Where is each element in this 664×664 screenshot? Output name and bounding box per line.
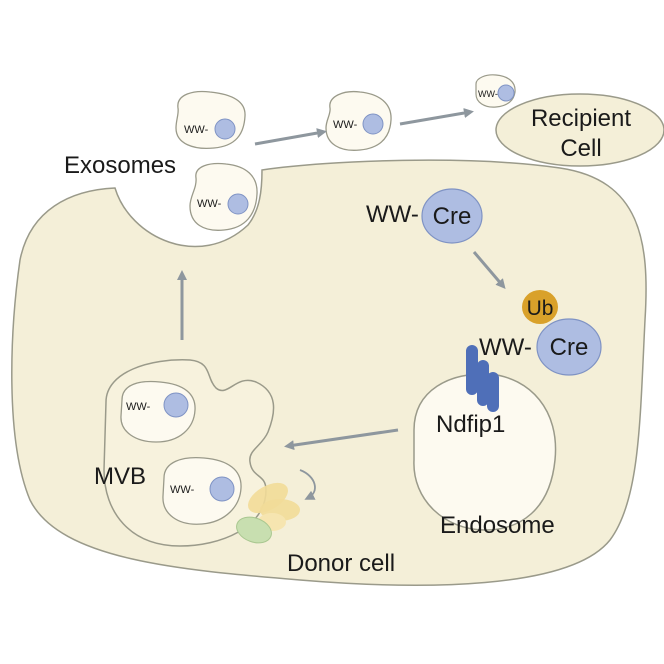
arrow-cre-to-ub (472, 251, 506, 290)
curved-arrow (299, 469, 316, 500)
ww-cre-prefix-label: WW- (366, 201, 419, 228)
cre-protein-large (421, 188, 483, 244)
exosomes-label: Exosomes (64, 152, 176, 179)
recipient-cell-label-line1: Recipient (531, 105, 631, 132)
recipient-cell-label-line2: Cell (560, 135, 601, 162)
cre-protein-ubiquitinated (536, 318, 602, 376)
cre-protein (362, 113, 384, 135)
arrow-exosome-to-middle (254, 128, 327, 146)
exosome-small-arriving: WW- (475, 74, 516, 108)
golgi-apparatus (248, 482, 300, 531)
ndfip1-label: Ndfip1 (436, 411, 505, 438)
endosome (413, 373, 557, 531)
ww-prefix-ub: WW- (479, 334, 532, 361)
mvb-label: MVB (94, 463, 146, 490)
ww-label: WW- (170, 484, 195, 496)
cre-protein (497, 84, 515, 102)
exosome-middle: WW- (325, 90, 392, 151)
ww-label: WW- (126, 401, 151, 413)
cre-protein (163, 392, 189, 418)
ww-label: WW- (478, 89, 498, 99)
ndfip1-protein (466, 345, 499, 412)
donor-cell-label: Donor cell (287, 550, 395, 577)
cre-label-ub: Cre (550, 334, 589, 361)
recipient-cell (495, 93, 664, 167)
ub-label: Ub (527, 297, 554, 320)
exosome-in-bud: WW- (189, 162, 258, 231)
endosome-label: Endosome (440, 512, 555, 539)
er-structure (236, 516, 272, 544)
ub-tag (522, 290, 558, 324)
arrow-endosome-to-mvb (284, 428, 399, 451)
intraluminal-vesicle-upper: WW- (120, 380, 196, 443)
ww-label: WW- (184, 124, 209, 136)
cre-protein (214, 118, 236, 140)
cre-label: Cre (433, 203, 472, 230)
ww-label: WW- (197, 198, 222, 210)
cre-protein (227, 193, 249, 215)
exosome-top-left: WW- (175, 90, 246, 150)
arrow-middle-to-recipient (399, 108, 474, 126)
cre-protein (209, 476, 235, 502)
intraluminal-vesicle-lower: WW- (162, 456, 242, 525)
ww-label: WW- (333, 119, 358, 131)
